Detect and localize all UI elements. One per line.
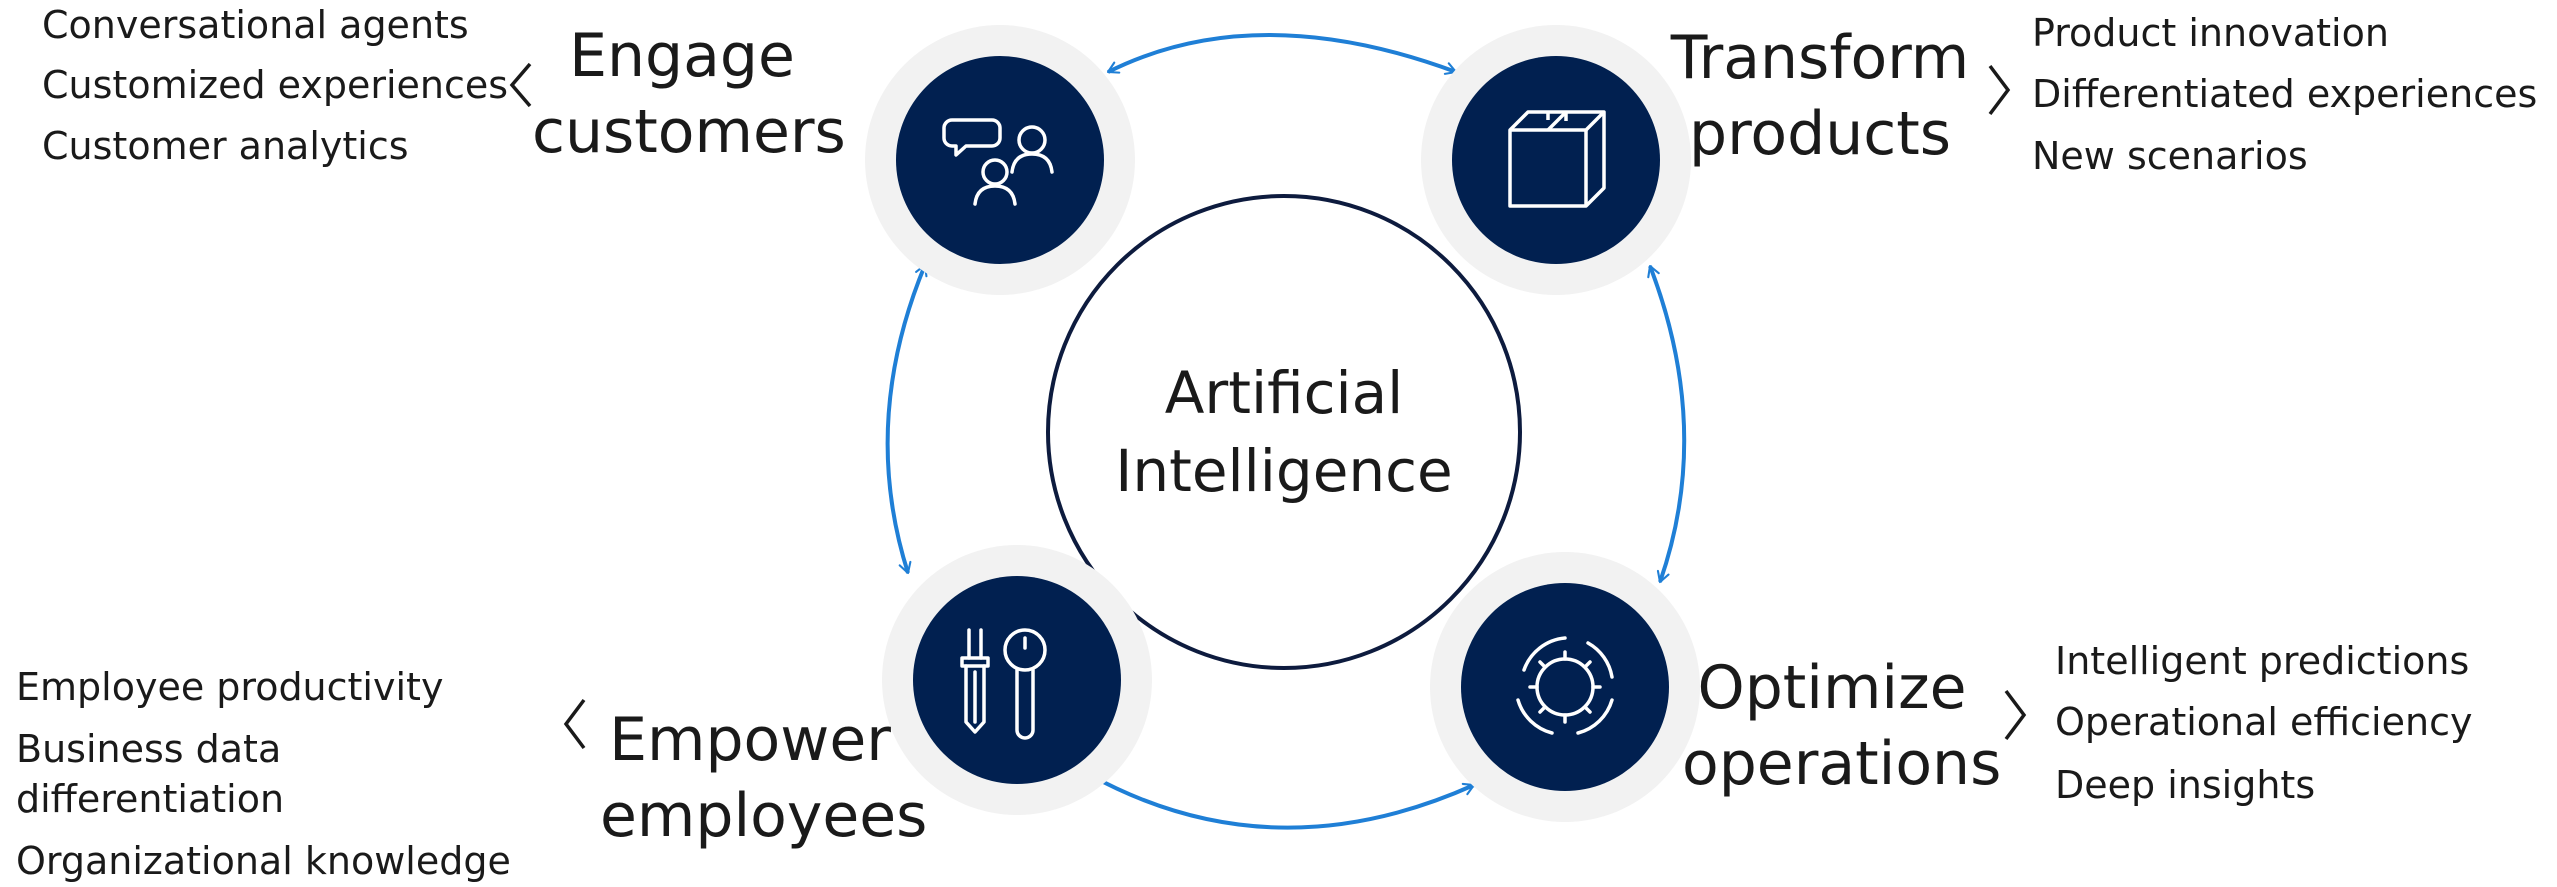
center-label: Artificial Intelligence (1084, 354, 1484, 510)
empower-item-2: Business data (16, 727, 282, 771)
node-transform (1421, 25, 1691, 295)
empower-chevron-icon (563, 698, 586, 750)
center-circle (1046, 194, 1522, 670)
optimize-item-2: Operational efficiency (2055, 700, 2473, 744)
empower-heading: Empower employees (600, 702, 928, 854)
empower-heading-line1: Empower (609, 705, 891, 775)
arrow-engage-transform (1106, 33, 1458, 75)
optimize-item-1: Intelligent predictions (2055, 639, 2470, 683)
empower-heading-line2: employees (600, 781, 928, 851)
empower-item-4: Organizational knowledge (16, 839, 511, 883)
engage-heading-line1: Engage (569, 21, 795, 91)
transform-item-3: New scenarios (2032, 134, 2308, 178)
arrow-empower-engage (885, 263, 928, 575)
transform-chevron-icon (1988, 64, 2011, 116)
optimize-heading-line2: operations (1682, 729, 2002, 799)
engage-heading: Engage customers (532, 18, 846, 170)
engage-chevron-icon (509, 62, 532, 108)
customers-chat-icon (942, 118, 1054, 206)
box-icon (1508, 110, 1606, 208)
optimize-item-3: Deep insights (2055, 763, 2316, 807)
arrow-optimize-empower (1088, 773, 1476, 830)
optimize-heading-line1: Optimize (1697, 653, 1967, 723)
transform-heading-line2: products (1688, 99, 1952, 169)
engage-item-2: Customized experiences (42, 63, 509, 107)
empower-item-1: Employee productivity (16, 665, 444, 709)
gear-icon (1516, 636, 1614, 735)
transform-heading-line1: Transform (1670, 23, 1970, 93)
engage-item-1: Conversational agents (42, 3, 469, 47)
arrow-transform-optimize (1647, 264, 1687, 584)
optimize-chevron-icon (2004, 689, 2027, 741)
empower-item-3: differentiation (16, 777, 285, 821)
center-label-line1: Artificial (1164, 359, 1404, 427)
transform-item-1: Product innovation (2032, 11, 2389, 55)
engage-item-3: Customer analytics (42, 124, 409, 168)
transform-item-2: Differentiated experiences (2032, 72, 2538, 116)
transform-heading: Transform products (1670, 20, 1970, 172)
center-label-line2: Intelligence (1115, 437, 1453, 505)
tools-icon (960, 628, 1047, 740)
engage-heading-line2: customers (532, 97, 846, 167)
optimize-heading: Optimize operations (1682, 650, 2002, 802)
node-optimize (1430, 552, 1700, 822)
